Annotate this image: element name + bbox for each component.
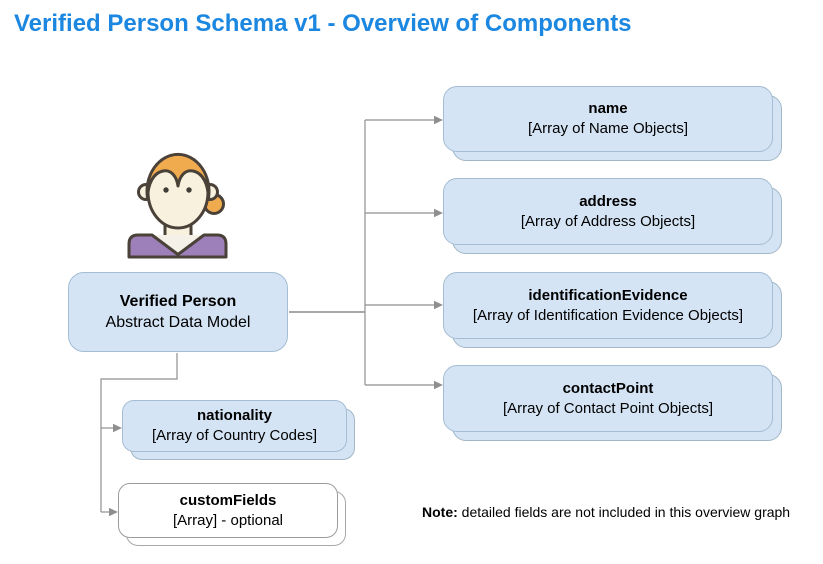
node-title: identificationEvidence (528, 286, 688, 304)
page-title: Verified Person Schema v1 - Overview of … (14, 10, 632, 37)
node-name: name [Array of Name Objects] (443, 86, 782, 161)
node-identification-evidence: identificationEvidence [Array of Identif… (443, 272, 782, 348)
node-address: address [Array of Address Objects] (443, 178, 782, 254)
arrowhead-custom-fields-icon (109, 507, 118, 517)
node-subtitle: [Array] - optional (172, 511, 284, 529)
node-title: contactPoint (562, 379, 654, 397)
node-contact-point: contactPoint [Array of Contact Point Obj… (443, 365, 782, 441)
node-subtitle: [Array of Identification Evidence Object… (472, 306, 744, 324)
node-title: nationality (196, 407, 272, 425)
arrowhead-address-icon (434, 208, 443, 218)
node-title: address (579, 192, 637, 210)
node-title: name (588, 100, 628, 118)
node-nationality: nationality [Array of Country Codes] (122, 400, 355, 460)
node-subtitle: [Array of Name Objects] (527, 120, 689, 137)
node-subtitle: Abstract Data Model (105, 314, 251, 331)
arrowhead-nationality-icon (113, 423, 122, 433)
node-subtitle: [Array of Country Codes] (151, 427, 318, 444)
note-label: Note: (422, 504, 458, 520)
node-custom-fields: customFields [Array] - optional (118, 483, 346, 546)
node-subtitle: [Array of Contact Point Objects] (502, 399, 714, 417)
node-title: customFields (179, 491, 277, 509)
node-verified-person: Verified Person Abstract Data Model (68, 272, 288, 352)
node-subtitle: [Array of Address Objects] (520, 212, 696, 230)
arrowhead-contact-point-icon (434, 380, 443, 390)
node-title: Verified Person (119, 292, 237, 310)
note-body: detailed fields are not included in this… (461, 504, 791, 520)
arrowhead-identification-evidence-icon (434, 300, 443, 310)
note-text: Note: detailed fields are not included i… (422, 504, 790, 520)
person-avatar-icon (127, 152, 228, 259)
arrowhead-name-icon (434, 115, 443, 125)
